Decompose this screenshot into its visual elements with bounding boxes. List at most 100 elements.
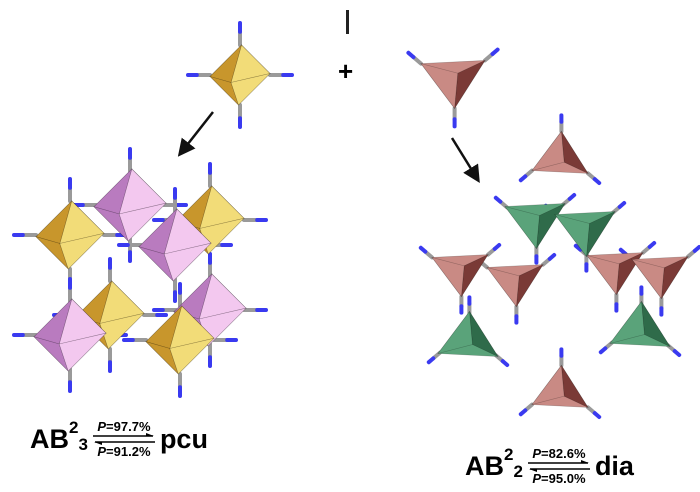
linker-end [567,193,577,201]
linker-layer [12,21,700,419]
net-label: pcu [159,423,208,454]
net-label: dia [594,450,634,481]
linker-end [672,349,682,357]
linker-end [500,359,510,367]
linker [493,195,509,210]
linker [418,245,434,260]
tetrahedron [437,310,499,358]
linker [686,245,700,259]
equilibrium-arrows: P=82.6% P=95.0% [526,447,592,485]
forward-probability: =97.7% [106,419,151,434]
polyhedron-face [554,213,590,258]
linker [494,353,510,367]
polyhedron-face [431,256,465,298]
linker-end [547,253,557,261]
linker [586,405,602,419]
equilibrium-arrow-icon [527,460,590,472]
separator-bar [346,10,349,34]
linker-end [492,243,502,251]
polyhedron-face [586,254,620,296]
linker [598,340,614,355]
polyhedron-face [531,130,565,172]
linker [561,193,577,207]
octahedron [208,43,271,106]
octahedron [92,167,167,242]
linker [518,168,534,183]
tetrahedron [486,263,544,308]
linker-end [592,411,602,419]
tetrahedron [554,210,616,258]
linker-end [573,243,583,252]
linker [541,253,557,267]
polyhedron-face [561,131,589,175]
probability-var: P [532,471,542,486]
polyhedron-face [531,364,565,406]
polyhedron-face [138,207,178,255]
octahedron [144,304,215,375]
polyhedron-face [58,332,107,372]
polyhedron-face [504,205,540,250]
dia-formula: AB 2 2 P=82.6% P=95.0% dia [465,445,634,485]
equilibrium-arrows: P=97.7% P=91.2% [91,420,157,458]
forward-probability: =82.6% [541,446,586,461]
polyhedron-face [420,63,459,110]
formula-superscript: 2 [504,445,514,464]
linker-end [418,245,428,254]
backward-probability: =95.0% [541,471,586,486]
equilibrium-arrow-icon [92,433,155,445]
linker-end [490,47,500,56]
reaction-arrow-left [177,111,214,157]
polyhedron-face [59,232,105,270]
linker [641,241,657,255]
linker-end [647,241,657,249]
tetrahedron [609,300,671,348]
plus-sign: + [338,56,354,86]
linker-end [618,247,628,256]
octahedron [137,207,212,282]
tetrahedron [531,130,589,175]
tetrahedron [531,364,589,409]
octahedron [34,199,105,270]
polyhedron-face [486,266,520,308]
linker-end [493,195,503,204]
linker [483,47,500,63]
tetrahedron [420,59,486,110]
linker-end [426,356,436,365]
linker [518,402,534,417]
formula-base: AB [30,423,69,454]
formula-base: AB [465,450,504,481]
linker [426,350,442,365]
polyhedron-face [163,242,212,282]
formula-subscript: 2 [513,462,523,481]
linker-end [692,245,700,253]
polyhedron-face [609,300,645,345]
polyhedron-face [230,72,271,106]
tetrahedron [631,255,689,300]
polyhedra-layer [32,43,689,409]
polyhedron-face [59,200,105,244]
polyhedron-face [169,337,215,375]
polyhedron-face [437,310,473,355]
linker [486,243,502,257]
polyhedron-face [516,263,544,307]
polyhedron-face [661,255,689,299]
linker-end [592,177,602,185]
linker-end [406,50,416,60]
pcu-formula: AB 2 3 P=97.7% P=91.2% pcu [30,418,208,458]
polyhedron-face [454,59,486,109]
polyhedron-face [93,167,133,215]
linker [611,201,627,215]
tetrahedron [431,253,489,298]
linker [406,50,423,66]
polyhedron-face [99,312,145,350]
polyhedron-face [32,336,69,372]
tetrahedron [504,202,566,250]
linker-end [518,174,528,183]
linker-end [598,346,608,355]
probability-var: P [97,444,107,459]
polyhedron-face [118,202,167,242]
linker [666,343,682,357]
formula-subscript: 3 [78,435,88,454]
octahedron [32,297,107,372]
